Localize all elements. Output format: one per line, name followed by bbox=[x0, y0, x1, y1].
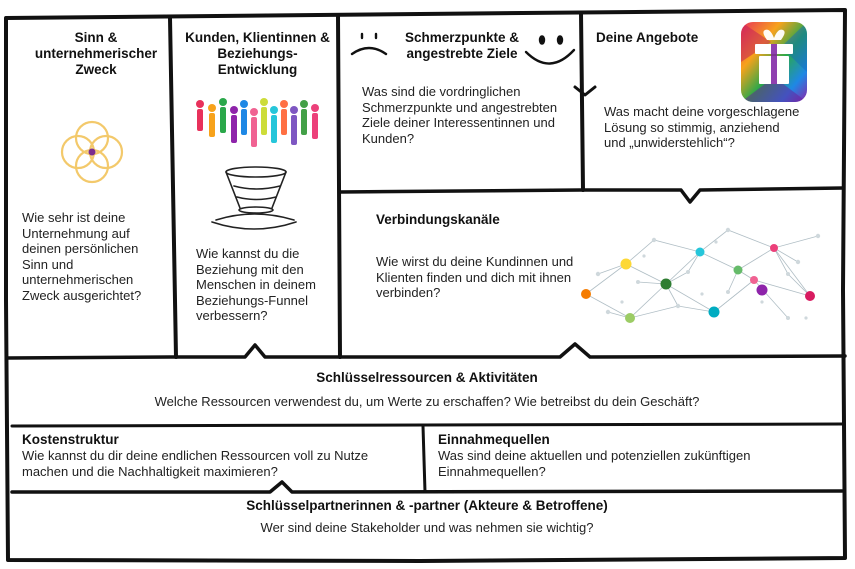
customers-title: Kunden, Klientinnen & Beziehungs-Entwick… bbox=[185, 30, 330, 77]
offers-question: Was macht deine vorgeschlagene Lösung so… bbox=[604, 104, 800, 150]
partners-question: Wer sind deine Stakeholder und was nehme… bbox=[260, 520, 594, 535]
channels-question: Wie wirst du deine Kundinnen und Kliente… bbox=[376, 254, 574, 300]
revenue-question: Was sind deine aktuellen und potenzielle… bbox=[438, 448, 751, 479]
happy-face-icon bbox=[524, 35, 576, 65]
resources-title: Schlüsselressourcen & Aktivitäten bbox=[316, 370, 538, 385]
purpose-title: Sinn & unternehmerischer Zweck bbox=[34, 30, 158, 77]
crowd-icon bbox=[196, 98, 319, 147]
offers-title: Deine Angebote bbox=[596, 30, 699, 45]
costs-question: Wie kannst du dir deine endlichen Ressou… bbox=[22, 448, 369, 479]
channels-title: Verbindungskanäle bbox=[376, 212, 500, 227]
sad-face-icon bbox=[350, 32, 388, 56]
gift-app-icon bbox=[741, 22, 807, 102]
funnel-icon bbox=[211, 166, 297, 230]
pains-question: Was sind die vordringlichen Schmerzpunkt… bbox=[362, 84, 558, 146]
purpose-question: Wie sehr ist deine Unternehmung auf dein… bbox=[22, 210, 142, 303]
customers-question: Wie kannst du die Beziehung mit den Mens… bbox=[196, 246, 316, 323]
network-graph-icon bbox=[581, 227, 821, 323]
resources-question: Welche Ressourcen verwendest du, um Wert… bbox=[154, 394, 700, 409]
revenue-title: Einnahmequellen bbox=[438, 432, 550, 447]
pains-title: Schmerzpunkte & angestrebte Ziele bbox=[404, 30, 520, 61]
partners-title: Schlüsselpartnerinnen & -partner (Akteur… bbox=[246, 498, 608, 513]
venn-flower-icon bbox=[60, 120, 124, 184]
costs-title: Kostenstruktur bbox=[22, 432, 119, 447]
